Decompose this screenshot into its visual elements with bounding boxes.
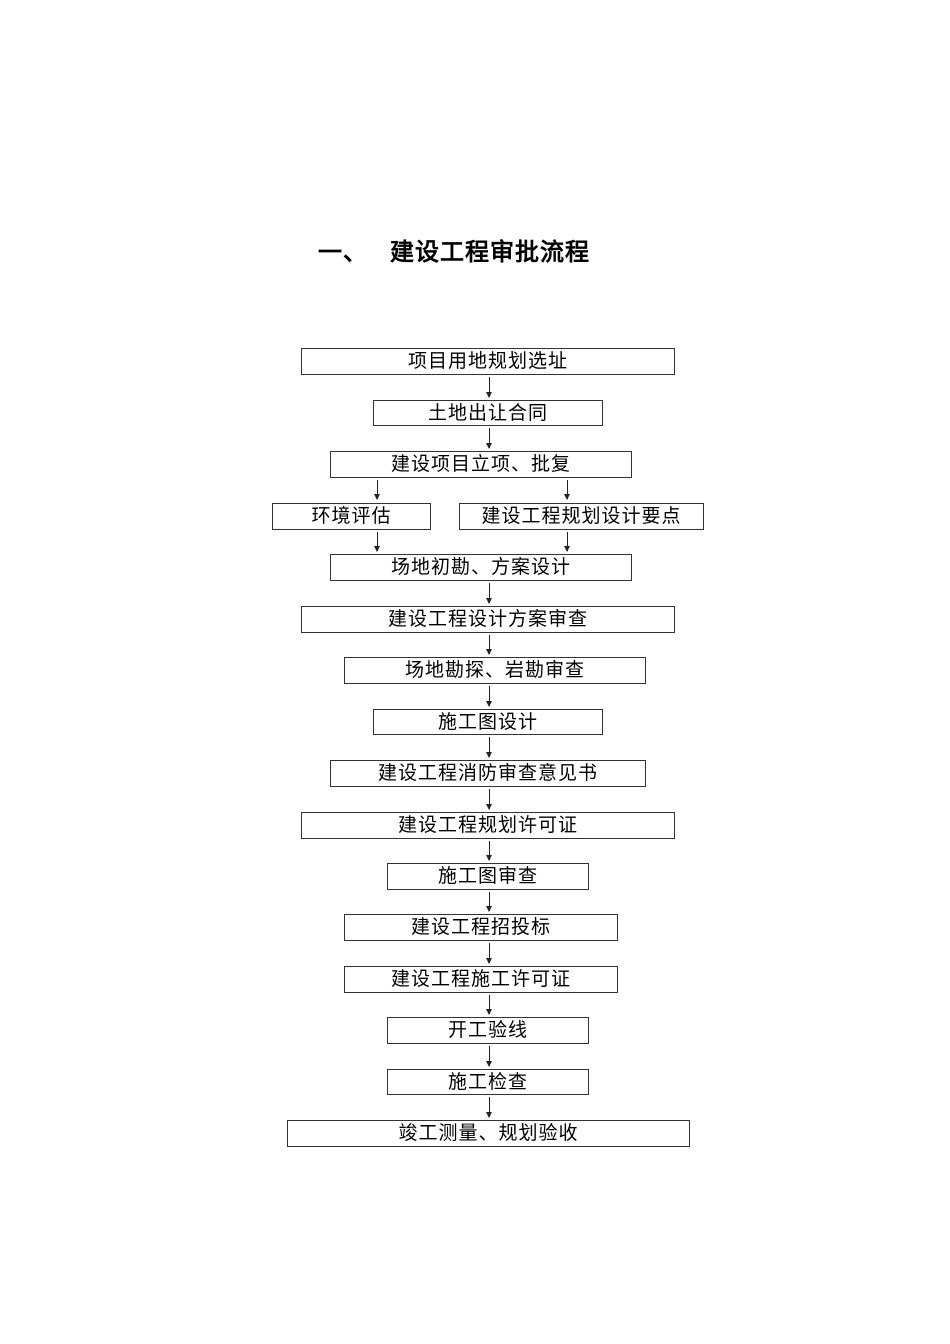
arrow-down-icon (486, 892, 492, 912)
arrow-down-icon (564, 480, 570, 500)
arrow-down-icon (564, 532, 570, 552)
step-construction-drawing-design: 施工图设计 (373, 709, 603, 735)
section-number: 一、 (318, 238, 368, 266)
arrow-down-icon (486, 943, 492, 964)
arrow-down-icon (486, 1097, 492, 1118)
arrow-down-icon (486, 995, 492, 1015)
step-project-approval: 建设项目立项、批复 (330, 451, 632, 478)
step-bidding: 建设工程招投标 (344, 914, 618, 941)
arrow-down-icon (486, 737, 492, 758)
step-planning-permit: 建设工程规划许可证 (301, 812, 675, 839)
arrow-down-icon (486, 1046, 492, 1067)
arrow-down-icon (374, 480, 380, 500)
title-text: 建设工程审批流程 (390, 238, 590, 266)
arrow-down-icon (486, 377, 492, 398)
step-site-investigation-review: 场地勘探、岩勘审查 (344, 657, 646, 684)
arrow-down-icon (374, 532, 380, 552)
arrow-down-icon (486, 686, 492, 707)
arrow-down-icon (486, 583, 492, 604)
arrow-down-icon (486, 428, 492, 449)
step-construction-permit: 建设工程施工许可证 (344, 966, 618, 993)
page-title: 一、建设工程审批流程 (318, 232, 590, 267)
step-design-scheme-review: 建设工程设计方案审查 (301, 606, 675, 633)
step-completion-survey-acceptance: 竣工测量、规划验收 (287, 1120, 690, 1147)
arrow-down-icon (486, 789, 492, 810)
step-site-selection: 项目用地规划选址 (301, 348, 675, 375)
step-construction-inspection: 施工检查 (387, 1069, 589, 1095)
step-fire-review-opinion: 建设工程消防审查意见书 (330, 760, 646, 787)
arrow-down-icon (486, 635, 492, 655)
arrow-down-icon (486, 841, 492, 861)
step-drawing-review: 施工图审查 (387, 863, 589, 890)
step-planning-design-points: 建设工程规划设计要点 (459, 503, 704, 530)
step-environmental-assessment: 环境评估 (272, 503, 431, 530)
step-groundbreaking-line-check: 开工验线 (387, 1017, 589, 1044)
step-land-transfer-contract: 土地出让合同 (373, 400, 603, 426)
step-preliminary-survey-scheme-design: 场地初勘、方案设计 (330, 554, 632, 581)
